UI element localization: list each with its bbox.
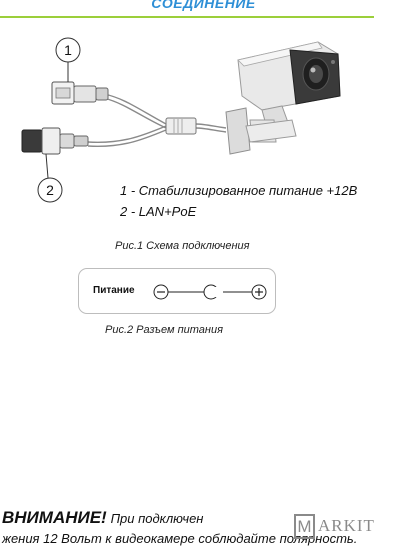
page-header: СОЕДИНЕНИЕ [0,0,407,20]
warning-notice: ВНИМАНИЕ! При подключен жения 12 Вольт к… [2,508,407,546]
callout-2: 2 [37,153,63,203]
watermark-text: ARKIT [318,516,375,535]
legend-item-lan: 2 - LAN+PoE [120,204,197,219]
watermark-logo: M ARKIT [294,512,407,550]
page-title: СОЕДИНЕНИЕ [151,0,256,11]
callout-1: 1 [55,37,81,82]
legend-item-power: 1 - Стабилизированное питание +12В [120,183,358,198]
figure-2-caption: Рис.2 Разъем питания [105,324,223,336]
figure-1-caption: Рис.1 Схема подключения [115,240,250,252]
cable-bundle [87,93,227,148]
polarity-diagram [153,284,267,300]
header-rule [0,16,374,18]
warning-text-2: жения 12 Вольт к видеокамере соблюдайте … [2,531,358,546]
lan-connector [21,127,89,155]
watermark-letter: M [294,514,315,539]
connection-diagram: 1 2 [21,37,341,203]
warning-text-1: При подключен [110,511,204,526]
power-connector [51,81,109,105]
power-label: Питание [93,285,135,296]
warning-heading: ВНИМАНИЕ! [2,508,107,527]
cable-junction [165,117,197,135]
power-connector-panel: Питание [78,268,276,314]
callout-1-number: 1 [64,42,72,58]
callout-2-number: 2 [46,182,54,198]
camera-illustration [225,41,341,155]
connection-legend: 1 - Стабилизированное питание +12В 2 - L… [120,180,400,222]
